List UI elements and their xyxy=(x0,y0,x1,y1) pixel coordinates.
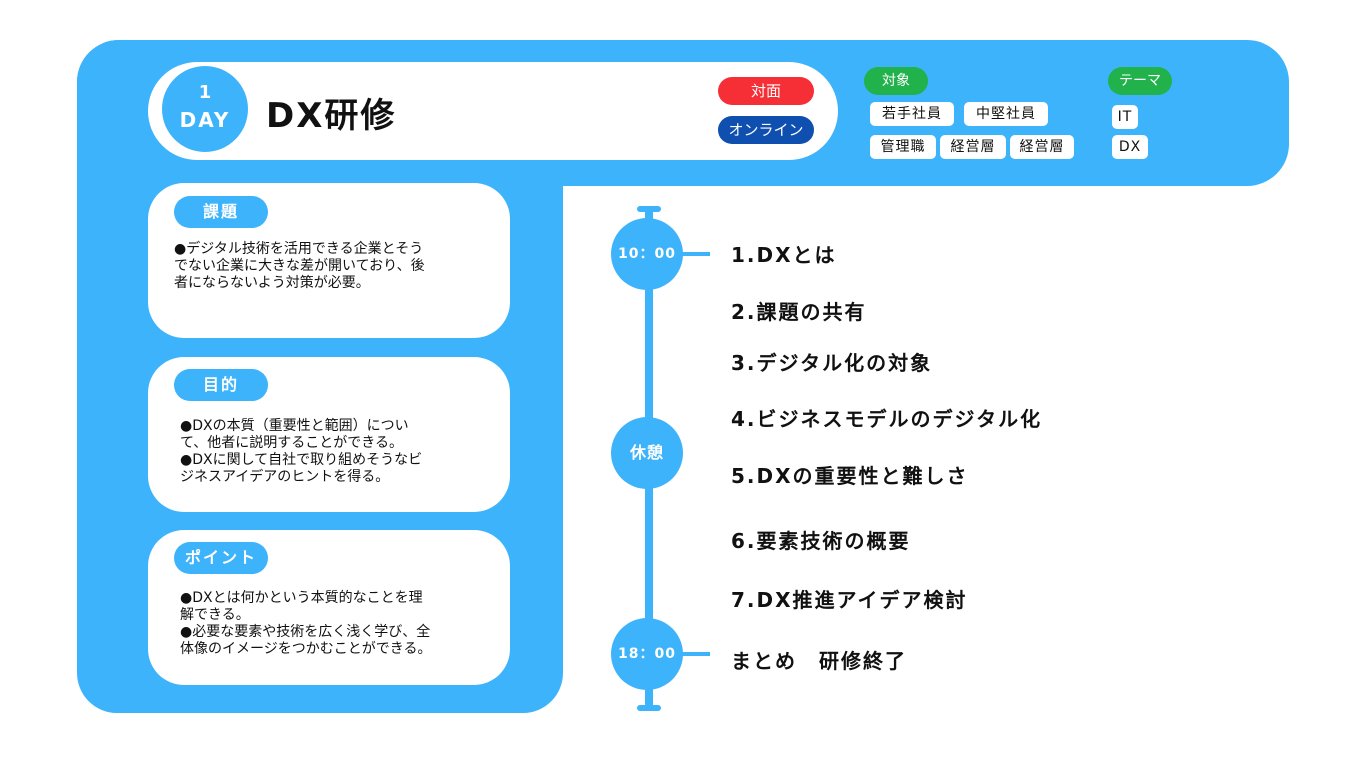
agenda-item: 7.DX推進アイデア検討 xyxy=(731,588,968,612)
day-number: 1 xyxy=(198,82,212,103)
page-title: DX研修 xyxy=(266,96,397,136)
break-marker: 休憩 xyxy=(611,417,683,489)
timeline-bottom-cap xyxy=(637,705,661,711)
day-word: DAY xyxy=(179,108,231,132)
timeline-tick xyxy=(680,252,710,256)
audience-tag: 経営層 xyxy=(1010,135,1074,159)
agenda-item: 3.デジタル化の対象 xyxy=(731,351,933,375)
theme-tag: DX xyxy=(1112,135,1148,159)
agenda-item: まとめ 研修終了 xyxy=(731,649,907,673)
purpose-text: ●DXの本質（重要性と範囲）につい て、他者に説明することができる。 ●DXに関… xyxy=(180,418,423,485)
agenda-item: 6.要素技術の概要 xyxy=(731,529,911,553)
audience-tag: 経営層 xyxy=(940,135,1006,159)
agenda-item: 4.ビジネスモデルのデジタル化 xyxy=(731,407,1043,431)
theme-label: テーマ xyxy=(1108,67,1172,95)
issue-text: ●デジタル技術を活用できる企業とそう でない企業に大きな差が開いており、後 者に… xyxy=(174,241,425,291)
audience-tag: 中堅社員 xyxy=(964,102,1048,126)
audience-tag: 管理職 xyxy=(870,135,936,159)
timeline-tick xyxy=(680,652,710,656)
timeline-top-cap xyxy=(637,206,661,212)
theme-tag: IT xyxy=(1112,105,1138,129)
point-text: ●DXとは何かという本質的なことを理 解できる。 ●必要な要素や技術を広く浅く学… xyxy=(180,590,432,657)
audience-tag: 若手社員 xyxy=(870,102,954,126)
day-badge: 1 DAY xyxy=(162,66,248,152)
start-time-marker: 10：00 xyxy=(611,218,683,290)
purpose-label: 目的 xyxy=(174,369,268,401)
audience-label: 対象 xyxy=(864,67,928,95)
point-label: ポイント xyxy=(174,542,268,574)
end-time-marker: 18：00 xyxy=(611,618,683,690)
issue-label: 課題 xyxy=(174,196,268,228)
agenda-item: 1.DXとは xyxy=(731,243,837,267)
agenda-item: 5.DXの重要性と難しさ xyxy=(731,464,969,488)
title-card xyxy=(148,62,838,160)
format-in-person-badge: 対面 xyxy=(718,77,814,105)
agenda-item: 2.課題の共有 xyxy=(731,300,867,324)
format-online-badge: オンライン xyxy=(718,116,814,144)
